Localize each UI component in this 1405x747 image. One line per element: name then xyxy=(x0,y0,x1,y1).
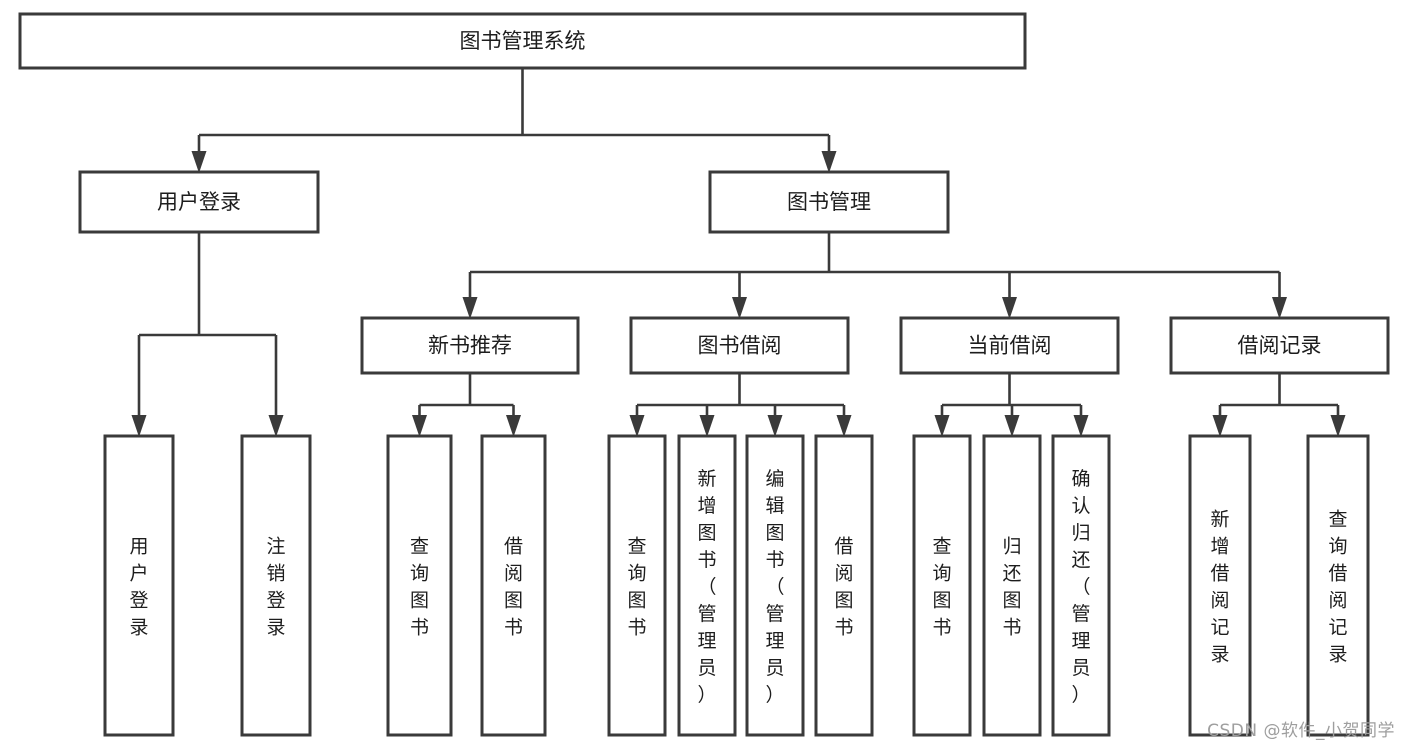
node-box xyxy=(1188,434,1252,737)
node-label: 用户登录 xyxy=(157,190,241,214)
node-box xyxy=(912,434,972,737)
node-label: 编辑图书（管理员） xyxy=(765,468,784,706)
arrow-head-icon xyxy=(1272,297,1287,319)
node-record-leaf-1[interactable]: 新增借阅记录 xyxy=(1188,434,1252,737)
arrow-head-icon xyxy=(412,415,427,437)
node-box xyxy=(629,316,850,375)
node-box xyxy=(1051,434,1111,737)
node-book-borrow[interactable]: 图书借阅 xyxy=(629,316,850,375)
arrow-head-icon xyxy=(821,151,837,173)
node-box xyxy=(103,434,175,737)
node-box xyxy=(708,170,950,234)
node-label: 归还图书 xyxy=(1002,536,1021,639)
node-user-login-leaf-1[interactable]: 用户登录 xyxy=(103,434,175,737)
node-box xyxy=(1169,316,1390,375)
node-box xyxy=(982,434,1042,737)
node-box xyxy=(78,170,320,234)
arrow-head-icon xyxy=(629,415,645,437)
node-box xyxy=(814,434,874,737)
arrow-head-icon xyxy=(1330,415,1346,437)
node-label: 图书管理系统 xyxy=(460,29,586,53)
node-box xyxy=(677,434,737,737)
node-user-login-leaf-2[interactable]: 注销登录 xyxy=(240,434,312,737)
connector-layer xyxy=(131,68,1346,437)
arrow-head-icon xyxy=(462,297,478,319)
node-box xyxy=(607,434,667,737)
node-borrow-leaf-4[interactable]: 借阅图书 xyxy=(814,434,874,737)
node-box xyxy=(1306,434,1370,737)
node-label: 借阅图书 xyxy=(504,536,523,639)
node-current-leaf-2[interactable]: 归还图书 xyxy=(982,434,1042,737)
arrow-head-icon xyxy=(506,415,521,437)
node-label: 确认归还（管理员） xyxy=(1071,468,1090,706)
node-borrow-leaf-3[interactable]: 编辑图书（管理员） xyxy=(745,434,805,737)
node-recommend-leaf-1[interactable]: 查询图书 xyxy=(386,434,453,737)
arrow-head-icon xyxy=(131,415,147,437)
arrow-head-icon xyxy=(767,415,783,437)
node-label: 用户登录 xyxy=(129,536,148,639)
node-label: 查询借阅记录 xyxy=(1328,509,1347,666)
node-box xyxy=(745,434,805,737)
node-borrow-record[interactable]: 借阅记录 xyxy=(1169,316,1390,375)
node-box xyxy=(386,434,453,737)
arrow-head-icon xyxy=(1212,415,1228,437)
node-box xyxy=(480,434,547,737)
arrow-head-icon xyxy=(191,151,207,173)
node-layer: 图书管理系统用户登录图书管理用户登录注销登录新书推荐图书借阅当前借阅借阅记录查询… xyxy=(18,12,1390,737)
node-label: 借阅记录 xyxy=(1238,334,1322,358)
node-user-login[interactable]: 用户登录 xyxy=(78,170,320,234)
node-borrow-leaf-1[interactable]: 查询图书 xyxy=(607,434,667,737)
arrow-head-icon xyxy=(1002,297,1017,319)
node-box xyxy=(18,12,1027,70)
arrow-head-icon xyxy=(268,415,284,437)
node-new-book-recommend[interactable]: 新书推荐 xyxy=(360,316,580,375)
node-box xyxy=(240,434,312,737)
arrow-head-icon xyxy=(732,297,747,319)
node-label: 新书推荐 xyxy=(428,334,512,358)
node-root[interactable]: 图书管理系统 xyxy=(18,12,1027,70)
node-record-leaf-2[interactable]: 查询借阅记录 xyxy=(1306,434,1370,737)
node-current-borrow[interactable]: 当前借阅 xyxy=(899,316,1120,375)
arrow-head-icon xyxy=(699,415,715,437)
node-label: 新增图书（管理员） xyxy=(697,468,716,706)
node-current-leaf-3[interactable]: 确认归还（管理员） xyxy=(1051,434,1111,737)
node-label: 图书借阅 xyxy=(698,334,782,358)
node-label: 查询图书 xyxy=(410,536,429,639)
node-label: 查询图书 xyxy=(932,536,951,639)
node-label: 图书管理 xyxy=(787,190,871,214)
node-label: 新增借阅记录 xyxy=(1210,509,1229,666)
node-label: 借阅图书 xyxy=(834,536,853,639)
node-book-manage[interactable]: 图书管理 xyxy=(708,170,950,234)
node-label: 注销登录 xyxy=(266,536,285,639)
arrow-head-icon xyxy=(1004,415,1020,437)
arrow-head-icon xyxy=(1073,415,1089,437)
node-borrow-leaf-2[interactable]: 新增图书（管理员） xyxy=(677,434,737,737)
node-box xyxy=(360,316,580,375)
arrow-head-icon xyxy=(836,415,852,437)
node-recommend-leaf-2[interactable]: 借阅图书 xyxy=(480,434,547,737)
node-label: 查询图书 xyxy=(627,536,646,639)
node-box xyxy=(899,316,1120,375)
node-current-leaf-1[interactable]: 查询图书 xyxy=(912,434,972,737)
arrow-head-icon xyxy=(934,415,950,437)
node-label: 当前借阅 xyxy=(968,334,1052,358)
